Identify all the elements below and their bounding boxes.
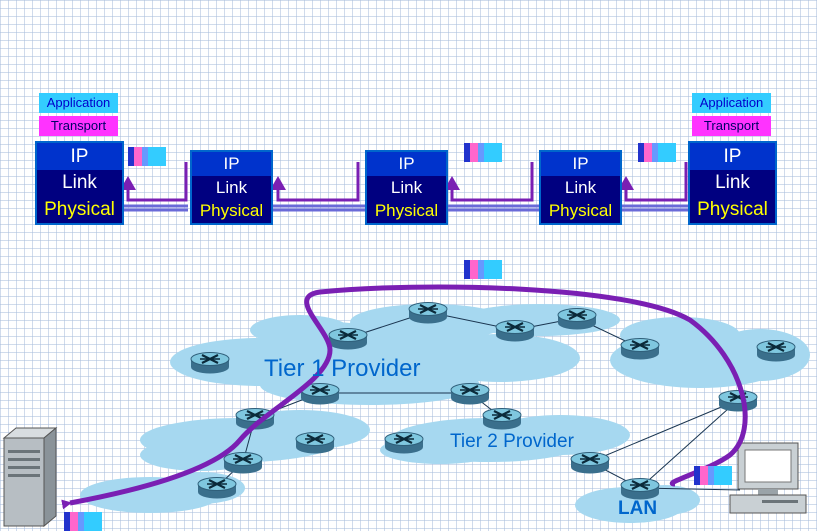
end-to-end-route [61, 284, 748, 510]
router-stack-2: IP Link Physical [365, 150, 448, 225]
router2-physical-layer: Physical [367, 199, 446, 223]
router3-link-layer: Link [541, 176, 620, 199]
router-icon [494, 319, 536, 343]
source-physical-layer: Physical [37, 196, 122, 223]
packet-icon [464, 143, 502, 162]
stack-links [122, 162, 690, 212]
source-ip-layer: IP [37, 143, 122, 170]
source-application-layer: Application [39, 93, 118, 113]
router1-ip-layer: IP [192, 152, 271, 176]
destination-ip-layer: IP [690, 143, 775, 170]
router-icon [481, 407, 523, 431]
server-icon [2, 426, 58, 528]
router-icon [717, 389, 759, 413]
router-icon [189, 351, 231, 375]
workstation-icon [729, 442, 807, 514]
destination-physical-layer: Physical [690, 196, 775, 223]
destination-host-stack: IP Link Physical [688, 141, 777, 225]
router1-link-layer: Link [192, 176, 271, 199]
router2-link-layer: Link [367, 176, 446, 199]
arrow-up-icon [618, 176, 634, 190]
destination-application-layer: Application [692, 93, 771, 113]
tier2-provider-label: Tier 2 Provider [450, 431, 574, 452]
router-icon [449, 382, 491, 406]
packet-icon [64, 512, 102, 531]
router-icon [407, 301, 449, 325]
lan-label: LAN [618, 498, 658, 519]
router-icon [383, 431, 425, 455]
arrow-up-icon [270, 176, 286, 190]
router-icon [569, 451, 611, 475]
router2-ip-layer: IP [367, 152, 446, 176]
source-transport-layer: Transport [39, 116, 118, 136]
packet-icon [638, 143, 676, 162]
router-icon [196, 476, 238, 500]
packet-icon [464, 260, 502, 279]
up-arrows [120, 176, 634, 190]
router-icon [755, 339, 797, 363]
router-icon [556, 307, 598, 331]
router-icon [619, 337, 661, 361]
destination-transport-layer: Transport [692, 116, 771, 136]
router3-ip-layer: IP [541, 152, 620, 176]
router-stack-1: IP Link Physical [190, 150, 273, 225]
packet-icon [694, 466, 732, 485]
source-link-layer: Link [37, 170, 122, 196]
packet-icon [128, 147, 166, 166]
source-host-stack: IP Link Physical [35, 141, 124, 225]
router-icon [327, 327, 369, 351]
router-icon [294, 431, 336, 455]
arrow-up-icon [444, 176, 460, 190]
tier1-provider-label: Tier 1 Provider [264, 355, 421, 382]
destination-link-layer: Link [690, 170, 775, 196]
router3-physical-layer: Physical [541, 199, 620, 223]
router1-physical-layer: Physical [192, 199, 271, 223]
arrow-up-icon [120, 176, 136, 190]
router-icon [619, 477, 661, 501]
router-icon [222, 451, 264, 475]
router-stack-3: IP Link Physical [539, 150, 622, 225]
